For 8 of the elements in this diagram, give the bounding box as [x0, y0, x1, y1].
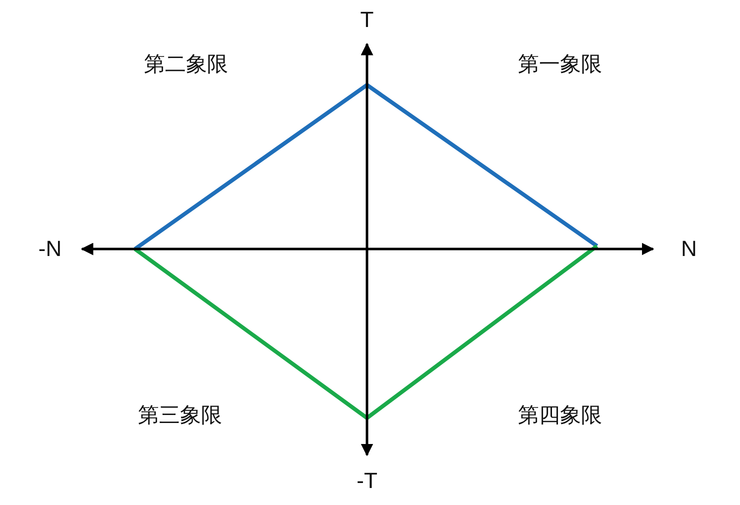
axis-label: N	[681, 236, 697, 262]
quadrant-label: 第一象限	[518, 52, 602, 78]
axis-label: -T	[356, 468, 378, 494]
axis-label: T	[360, 7, 374, 33]
quadrant-label: 第二象限	[144, 52, 228, 78]
axis-label: -N	[38, 236, 62, 262]
quadrant-label: 第四象限	[518, 403, 602, 429]
quadrant-label: 第三象限	[138, 403, 222, 429]
